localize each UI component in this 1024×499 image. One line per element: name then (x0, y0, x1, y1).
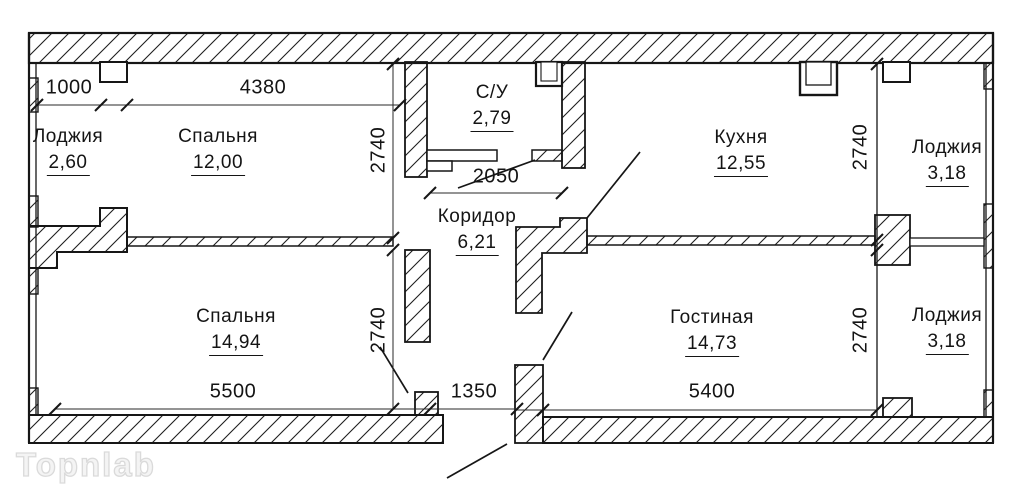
dimension-ticks (30, 57, 884, 417)
door-leaf-kitchen (586, 151, 641, 219)
door-leaf-bathroom (457, 159, 536, 189)
wall-bottom-right (542, 416, 994, 444)
kitchen-duct-inner (805, 61, 832, 86)
glazing-block (28, 195, 39, 228)
wall-bathroom-right (561, 61, 586, 169)
glazing-block (983, 62, 994, 90)
wall-right-junction (874, 214, 911, 266)
watermark: Topnlab (15, 445, 156, 483)
right-glazing (983, 62, 994, 418)
glazing-block (28, 267, 39, 295)
wall-bathroom-left (404, 61, 428, 178)
wall-top (27, 31, 995, 65)
door-leaf-entrance (446, 443, 508, 479)
wall-bottom-left (28, 414, 444, 444)
outer-walls (27, 31, 995, 444)
wall-kitchen-living (586, 235, 876, 246)
pier-kitchen-loggia (882, 61, 911, 83)
glazing-block (983, 203, 994, 269)
pier-living-loggia (882, 397, 913, 418)
bathroom-duct-inner (540, 61, 558, 82)
loggia-divider-right (909, 237, 985, 247)
door-leaf-bedroom (379, 346, 409, 394)
wall-corridor-right (515, 217, 588, 314)
wall-bedrooms-partition (126, 236, 394, 247)
glazing-block (28, 387, 39, 416)
dimension-lines (37, 64, 877, 411)
wall-left-junction (28, 207, 128, 269)
wall-corridor-left (404, 249, 431, 343)
glazing-block (983, 389, 994, 418)
wall-bathroom-bottom (426, 149, 498, 162)
door-leaf-living-room (542, 311, 573, 361)
doors (379, 151, 641, 479)
wall-bathroom-bottom-right (531, 149, 563, 162)
interior-walls (28, 60, 985, 444)
pier-loggia-bedroom (99, 61, 128, 83)
wall-bathroom-step (426, 160, 453, 172)
glazing-block (28, 77, 39, 113)
pier-entrance-right (514, 364, 544, 444)
